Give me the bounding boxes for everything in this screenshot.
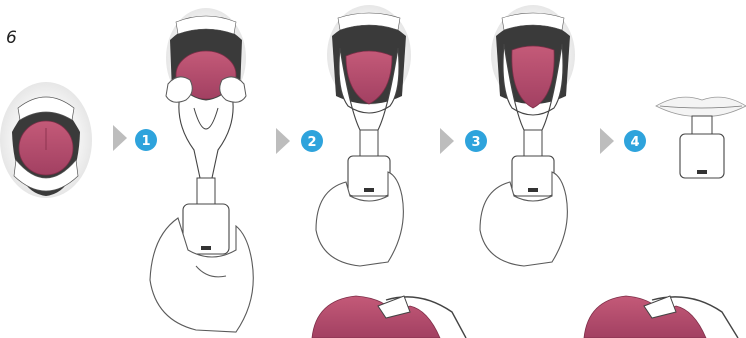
open-mouth-icon: [0, 82, 92, 198]
svg-text:4: 4: [630, 135, 639, 150]
arrow-icon: [113, 125, 127, 151]
arrow-icon: [440, 128, 454, 154]
device-remove-icon: [655, 96, 746, 179]
step-4-badge: 4: [624, 130, 646, 152]
step-2-badge: 2: [301, 130, 323, 152]
svg-text:2: 2: [307, 135, 316, 150]
svg-text:3: 3: [471, 135, 480, 150]
device-rotate-icon: [311, 5, 467, 338]
step-3-badge: 3: [465, 130, 487, 152]
arrow-icon: [600, 128, 614, 154]
device-hold-icon: [479, 5, 739, 338]
svg-text:1: 1: [141, 134, 150, 149]
figure-number: 6: [6, 28, 17, 48]
device-insert-icon: [149, 8, 254, 333]
arrow-icon: [276, 128, 290, 154]
step-1-badge: 1: [135, 129, 157, 151]
